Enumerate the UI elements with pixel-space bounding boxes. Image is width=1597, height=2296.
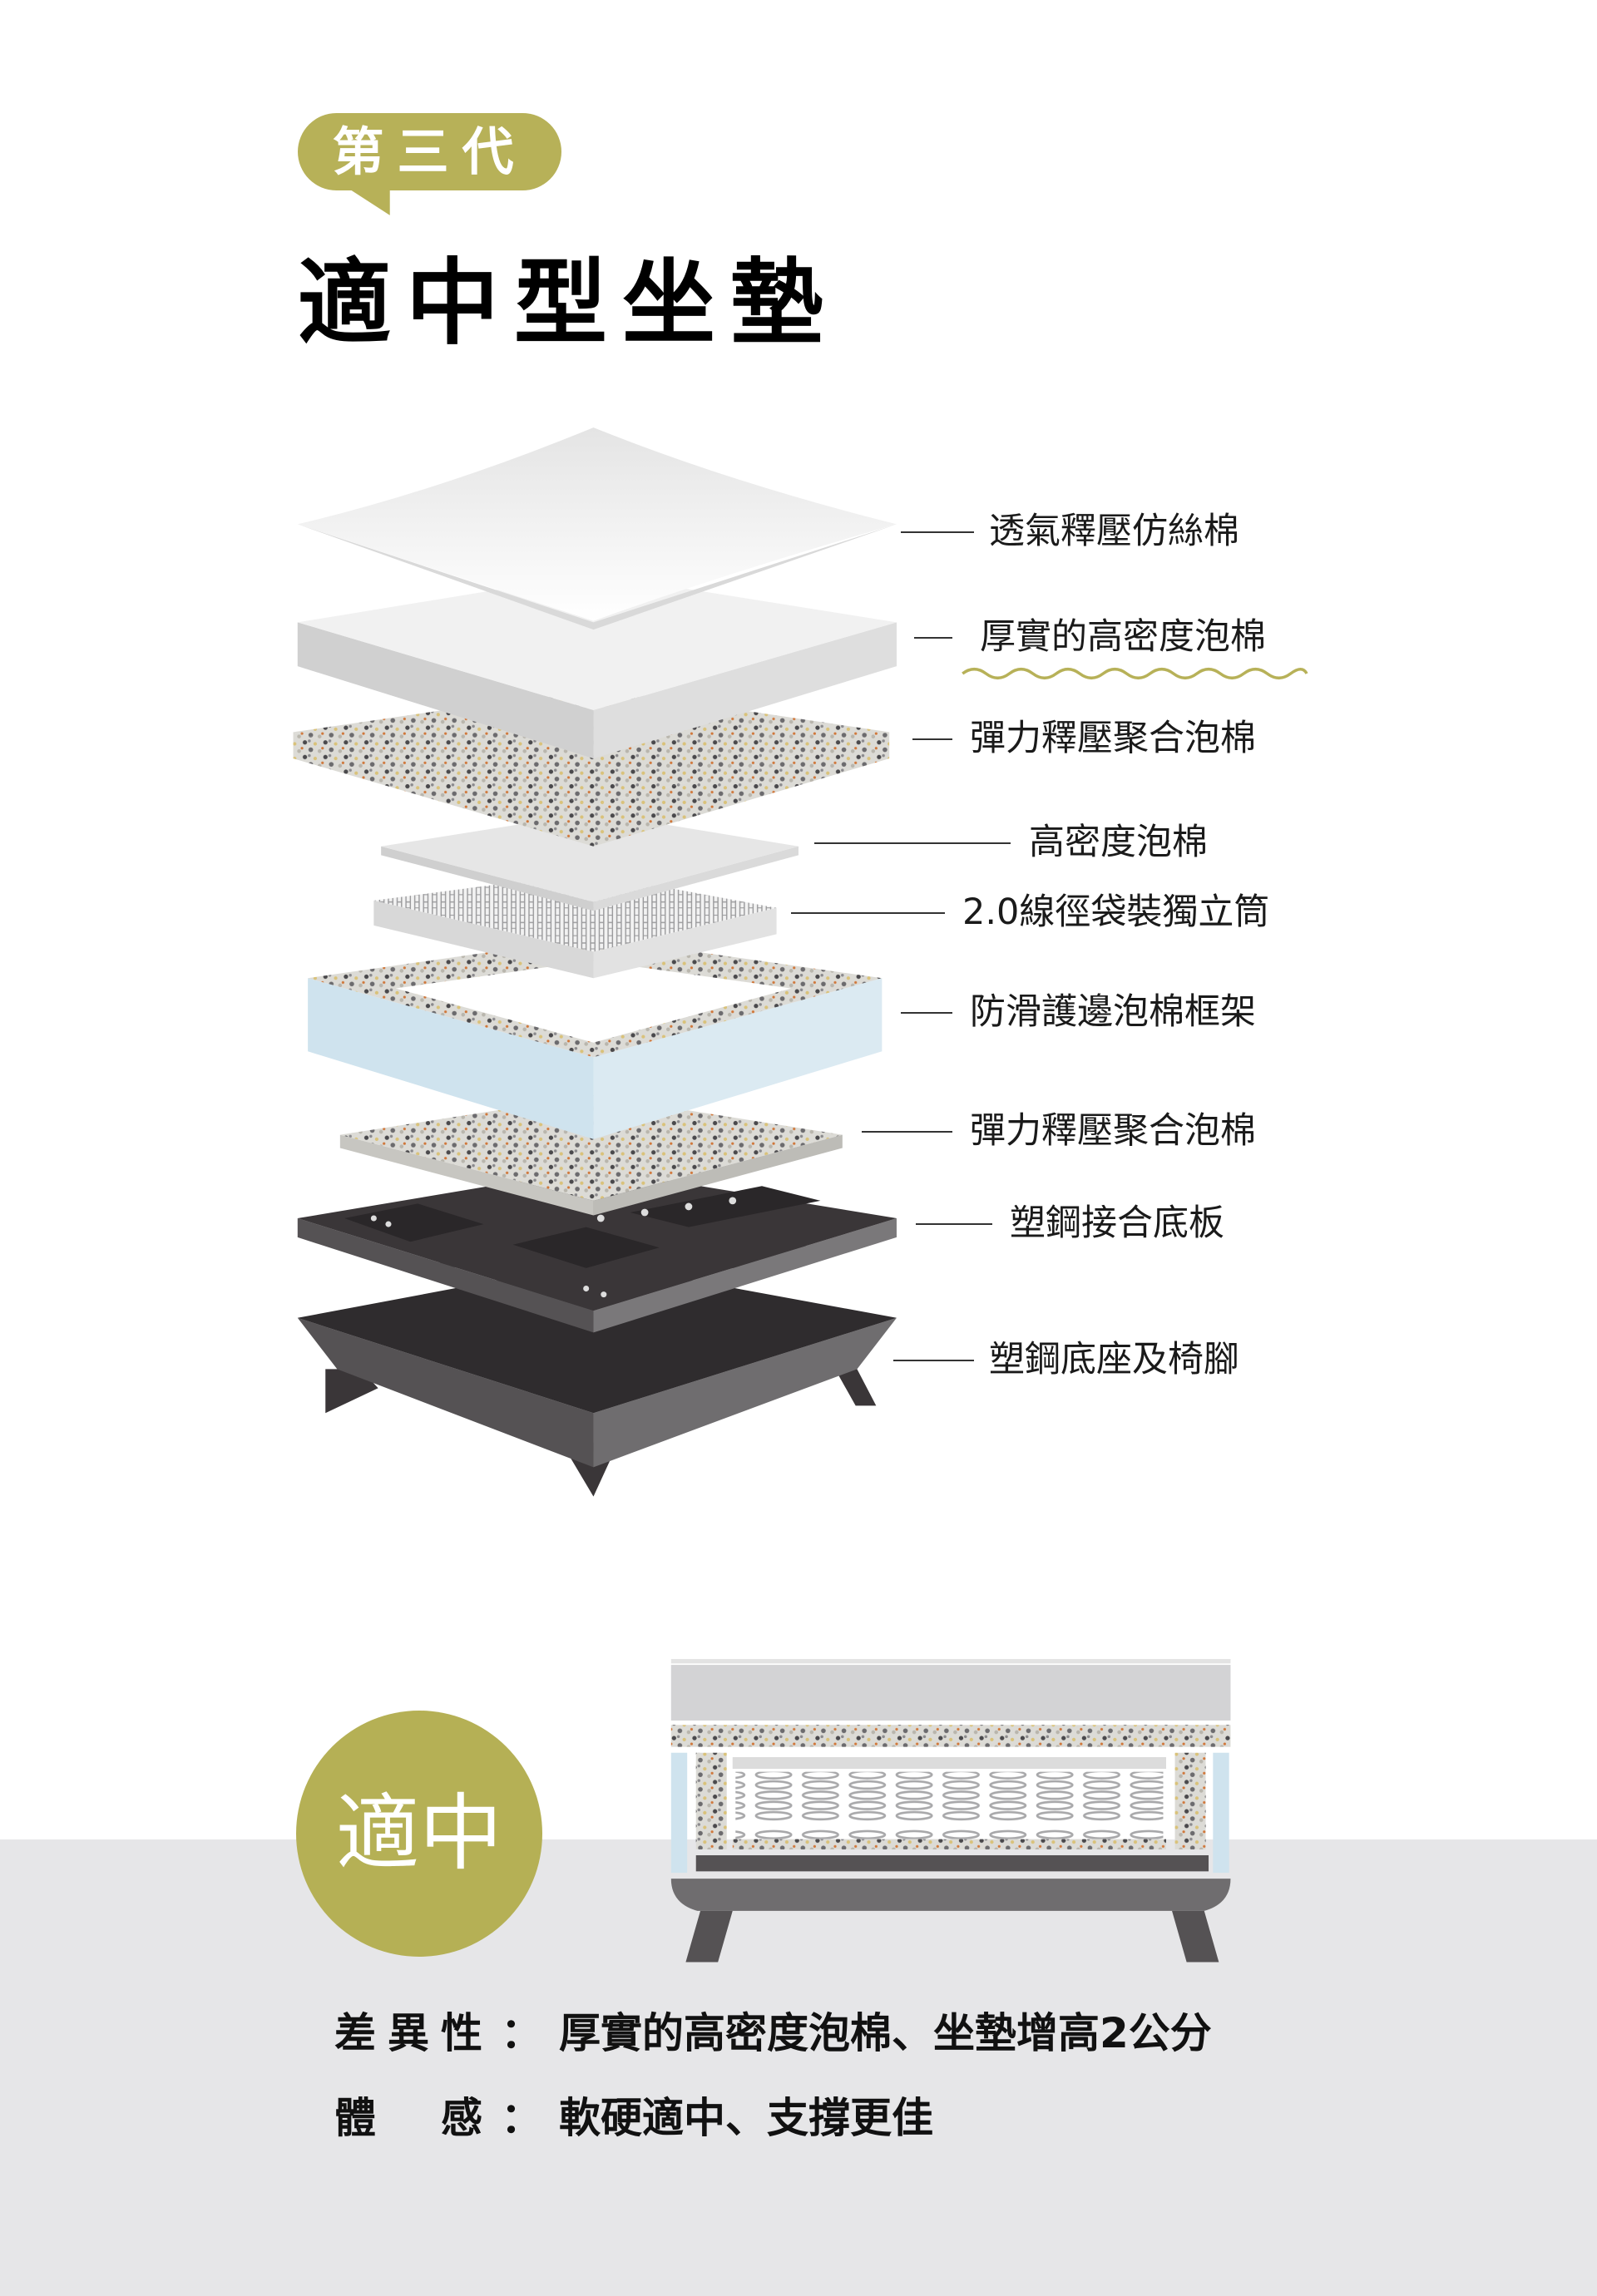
leader-line <box>914 637 952 639</box>
pocket-springs-layer <box>373 872 777 979</box>
bubble-tail <box>339 183 390 215</box>
layer-label-4: 高密度泡棉 <box>1029 822 1208 863</box>
layer-label-1: 透氣釋壓仿絲棉 <box>989 511 1239 552</box>
generation-badge: 第三代 <box>298 113 561 190</box>
anti-slip-frame-layer <box>308 936 883 1139</box>
high-density-foam-thin-layer <box>381 812 798 911</box>
detail-value: 厚實的高密度泡棉、坐墊增高2公分 <box>559 2009 1212 2057</box>
detail-key: 體 感 <box>334 2094 494 2142</box>
elastic-foam-layer-lower <box>339 1095 843 1216</box>
highlight-wavy-underline <box>962 667 1308 680</box>
layer-label-3: 彈力釋壓聚合泡棉 <box>970 718 1256 759</box>
page-title: 適中型坐墊 <box>298 249 838 358</box>
detail-value: 軟硬適中、支撐更佳 <box>559 2094 933 2142</box>
detail-row-difference: 差異性： 厚實的高密度泡棉、坐墊增高2公分 <box>334 2008 1212 2058</box>
cross-section-illustration <box>670 1659 1231 1963</box>
leader-line <box>893 1360 974 1361</box>
firmness-badge: 適中 <box>296 1711 542 1957</box>
layer-label-5: 2.0線徑袋裝獨立筒 <box>962 891 1270 933</box>
layer-label-7: 彈力釋壓聚合泡棉 <box>970 1110 1256 1152</box>
leader-line <box>912 738 952 740</box>
detail-key: 差異性 <box>334 2009 494 2057</box>
leader-line <box>862 1131 952 1133</box>
layer-label-2: 厚實的高密度泡棉 <box>980 616 1266 658</box>
leader-line <box>791 912 945 914</box>
detail-colon: ： <box>501 2094 542 2142</box>
layer-label-6: 防滑護邊泡棉框架 <box>970 991 1256 1033</box>
breathable-silk-layer <box>297 427 897 630</box>
joint-plate-layer <box>297 1168 897 1333</box>
leader-line <box>901 531 974 533</box>
layer-label-9: 塑鋼底座及椅腳 <box>989 1339 1239 1380</box>
thick-high-density-foam-layer <box>297 574 897 759</box>
detail-row-feel: 體 感： 軟硬適中、支撐更佳 <box>334 2093 933 2143</box>
leader-line <box>901 1012 952 1014</box>
detail-colon: ： <box>501 2009 542 2057</box>
layer-label-8: 塑鋼接合底板 <box>1010 1202 1224 1244</box>
leader-line <box>916 1223 992 1225</box>
bottom-gray-band <box>0 1839 1597 2296</box>
leader-line <box>814 842 1011 844</box>
